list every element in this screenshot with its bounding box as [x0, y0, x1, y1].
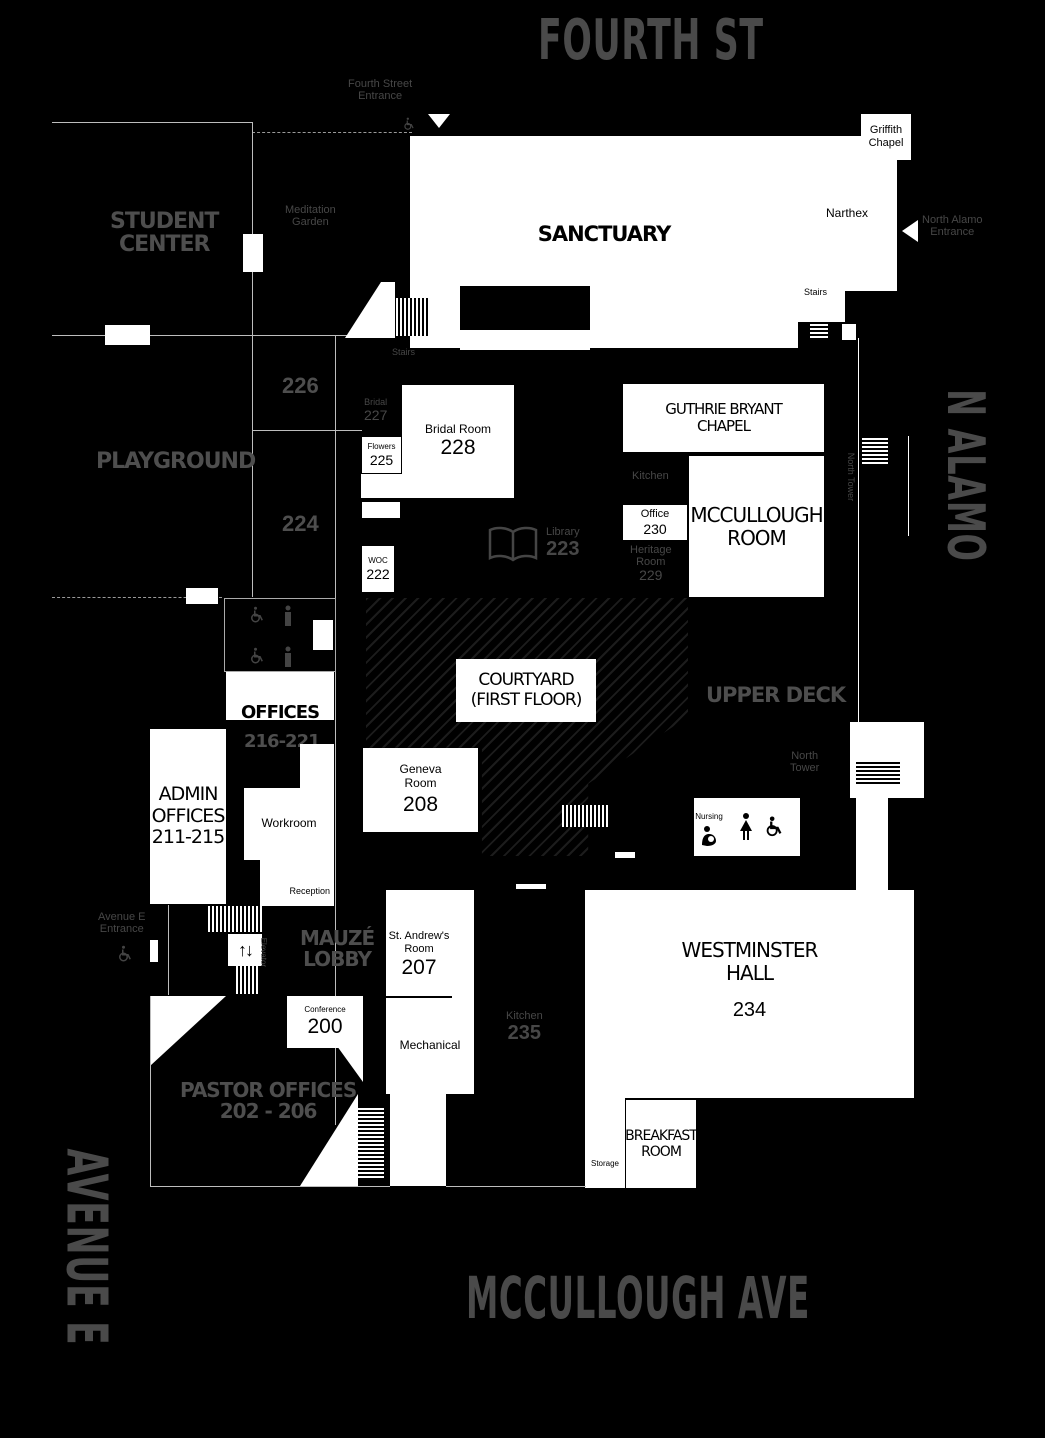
workroom-label: Workroom [261, 816, 317, 831]
restroom-upper[interactable] [724, 798, 800, 856]
flowers-label: Flowers [367, 442, 396, 452]
north-tower-2-label: North Tower [790, 750, 820, 775]
elevator-icon: ↑↓ [238, 939, 254, 960]
bridal-room-228[interactable]: Bridal Room 228 [402, 385, 514, 498]
storage[interactable]: Storage [585, 1140, 625, 1188]
kitchen-small-label: Kitchen [632, 470, 669, 482]
mechanical-label: Mechanical [399, 1038, 461, 1053]
griffith-chapel[interactable]: Griffith Chapel [861, 114, 911, 160]
conference-200[interactable]: Conference 200 [287, 996, 363, 1048]
wheelchair-icon [251, 647, 263, 664]
breakfast-room-label: BREAKFAST ROOM [625, 1127, 698, 1160]
st-andrews-room-207[interactable]: St. Andrew's Room 207 [386, 914, 452, 996]
geneva-room-number: 208 [402, 792, 439, 816]
mccullough-room-label: MCCULLOUGH ROOM [690, 502, 823, 550]
wheelchair-icon [119, 945, 131, 962]
breakfast-room[interactable]: BREAKFAST ROOM [625, 1100, 698, 1188]
wheelchair-icon [404, 117, 414, 130]
courtyard-label: COURTYARD (FIRST FLOOR) [470, 669, 583, 710]
nursing-label: Nursing [695, 812, 723, 821]
office-230[interactable]: Office 230 [623, 505, 687, 540]
wheelchair-icon [766, 816, 782, 837]
pastor-offices-label: PASTOR OFFICES 202 - 206 [180, 1078, 357, 1123]
woc-number: 222 [366, 565, 390, 582]
guthrie-bryant-chapel-label: GUTHRIE BRYANT CHAPEL [665, 399, 783, 435]
woc-222[interactable]: WOC 222 [362, 546, 394, 592]
sanctuary-label: SANCTUARY [537, 221, 672, 246]
flowers-225[interactable]: Flowers 225 [361, 436, 402, 474]
westminster-hall-234[interactable]: WESTMINSTER HALL 234 [585, 890, 914, 1098]
avenue-e-entrance-label: Avenue E Entrance [98, 911, 146, 936]
office-230-label: Office [640, 508, 670, 521]
elevator-button[interactable]: ↑↓ [228, 934, 262, 966]
heritage-room-229-label: Heritage Room 229 [630, 544, 672, 584]
street-label-avenue-e: AVENUE E [53, 1148, 119, 1346]
griffith-chapel-label: Griffith Chapel [868, 124, 904, 149]
nursing-room[interactable]: Nursing [694, 798, 724, 856]
westminster-hall-label: WESTMINSTER HALL [681, 937, 819, 985]
playground-label: PLAYGROUND [96, 449, 256, 474]
mccullough-room[interactable]: MCCULLOUGH ROOM [689, 456, 824, 597]
storage-label: Storage [590, 1159, 620, 1169]
north-alamo-entrance-label: North Alamo Entrance [922, 214, 983, 239]
fourth-street-entrance-label: Fourth Street Entrance [348, 78, 413, 103]
office-230-number: 230 [643, 520, 667, 537]
bridal-room-label: Bridal Room [424, 421, 492, 436]
westminster-hall-number: 234 [732, 998, 767, 1021]
restroom-block [224, 598, 336, 672]
book-icon [488, 526, 538, 562]
reception[interactable]: Reception [260, 860, 334, 906]
offices-216-221[interactable]: OFFICES [226, 672, 334, 723]
geneva-room-208[interactable]: Geneva Room 208 [363, 748, 478, 832]
woman-icon [740, 813, 752, 840]
workroom[interactable]: Workroom [244, 788, 334, 860]
courtyard[interactable]: COURTYARD (FIRST FLOOR) [456, 659, 596, 722]
woc-label: WOC [368, 556, 388, 566]
conference-label: Conference [304, 1005, 346, 1015]
admin-offices-211-215[interactable]: ADMIN OFFICES 211-215 [150, 729, 226, 904]
nursing-icon [702, 826, 716, 847]
geneva-room-label: Geneva Room [399, 762, 442, 790]
conference-number: 200 [307, 1014, 343, 1038]
arrow-down-icon [428, 114, 450, 128]
street-label-n-alamo: N ALAMO [935, 389, 995, 562]
admin-offices-label: ADMIN OFFICES 211-215 [151, 782, 226, 849]
street-label-mccullough-ave: MCCULLOUGH AVE [466, 1264, 810, 1332]
flowers-number: 225 [369, 451, 394, 468]
north-tower-label: North Tower [846, 452, 857, 502]
narthex[interactable]: Narthex [797, 136, 897, 291]
kitchen-235-label: Kitchen 235 [506, 1010, 543, 1045]
offices-label: OFFICES [240, 702, 320, 724]
st-andrews-room-number: 207 [401, 955, 437, 979]
arrow-left-icon [902, 220, 918, 242]
stairs-east-label: Stairs [804, 287, 828, 297]
mauze-lobby-label: MAUZÉ LOBBY [300, 926, 375, 971]
mechanical[interactable]: Mechanical [386, 998, 474, 1094]
meditation-garden-label: Meditation Garden [285, 204, 336, 229]
reception-label: Reception [289, 885, 330, 896]
bridal-room-number: 228 [440, 436, 476, 460]
student-center-label: STUDENT CENTER [110, 209, 219, 258]
restroom-icon [285, 646, 291, 667]
street-label-fourth-st: FOURTH ST [538, 8, 764, 73]
room-226-label: 226 [282, 373, 319, 398]
wheelchair-icon [251, 606, 263, 623]
restroom-icon [285, 605, 291, 626]
narthex-label: Narthex [825, 205, 869, 220]
upper-deck-label: UPPER DECK [706, 683, 846, 707]
north-tower-stair-box [850, 722, 924, 798]
stairs-west-label: Stairs [392, 347, 416, 357]
elevator-label: Elevator [259, 937, 269, 968]
library-223-label: Library 223 [546, 526, 580, 561]
room-224-label: 224 [282, 511, 319, 536]
st-andrews-room-label: St. Andrew's Room [388, 930, 450, 955]
guthrie-bryant-chapel[interactable]: GUTHRIE BRYANT CHAPEL [623, 384, 824, 452]
